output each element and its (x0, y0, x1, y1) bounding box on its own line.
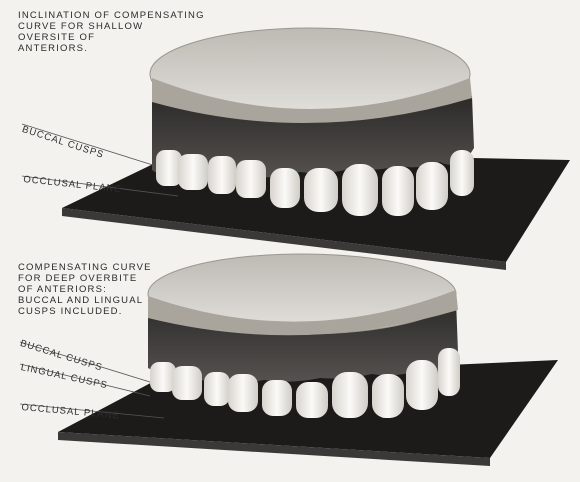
top-denture (62, 28, 570, 270)
top-caption: INCLINATION OF COMPENSATING CURVE FOR SH… (18, 10, 205, 54)
bottom-caption: COMPENSATING CURVE FOR DEEP OVERBITE OF … (18, 262, 152, 317)
